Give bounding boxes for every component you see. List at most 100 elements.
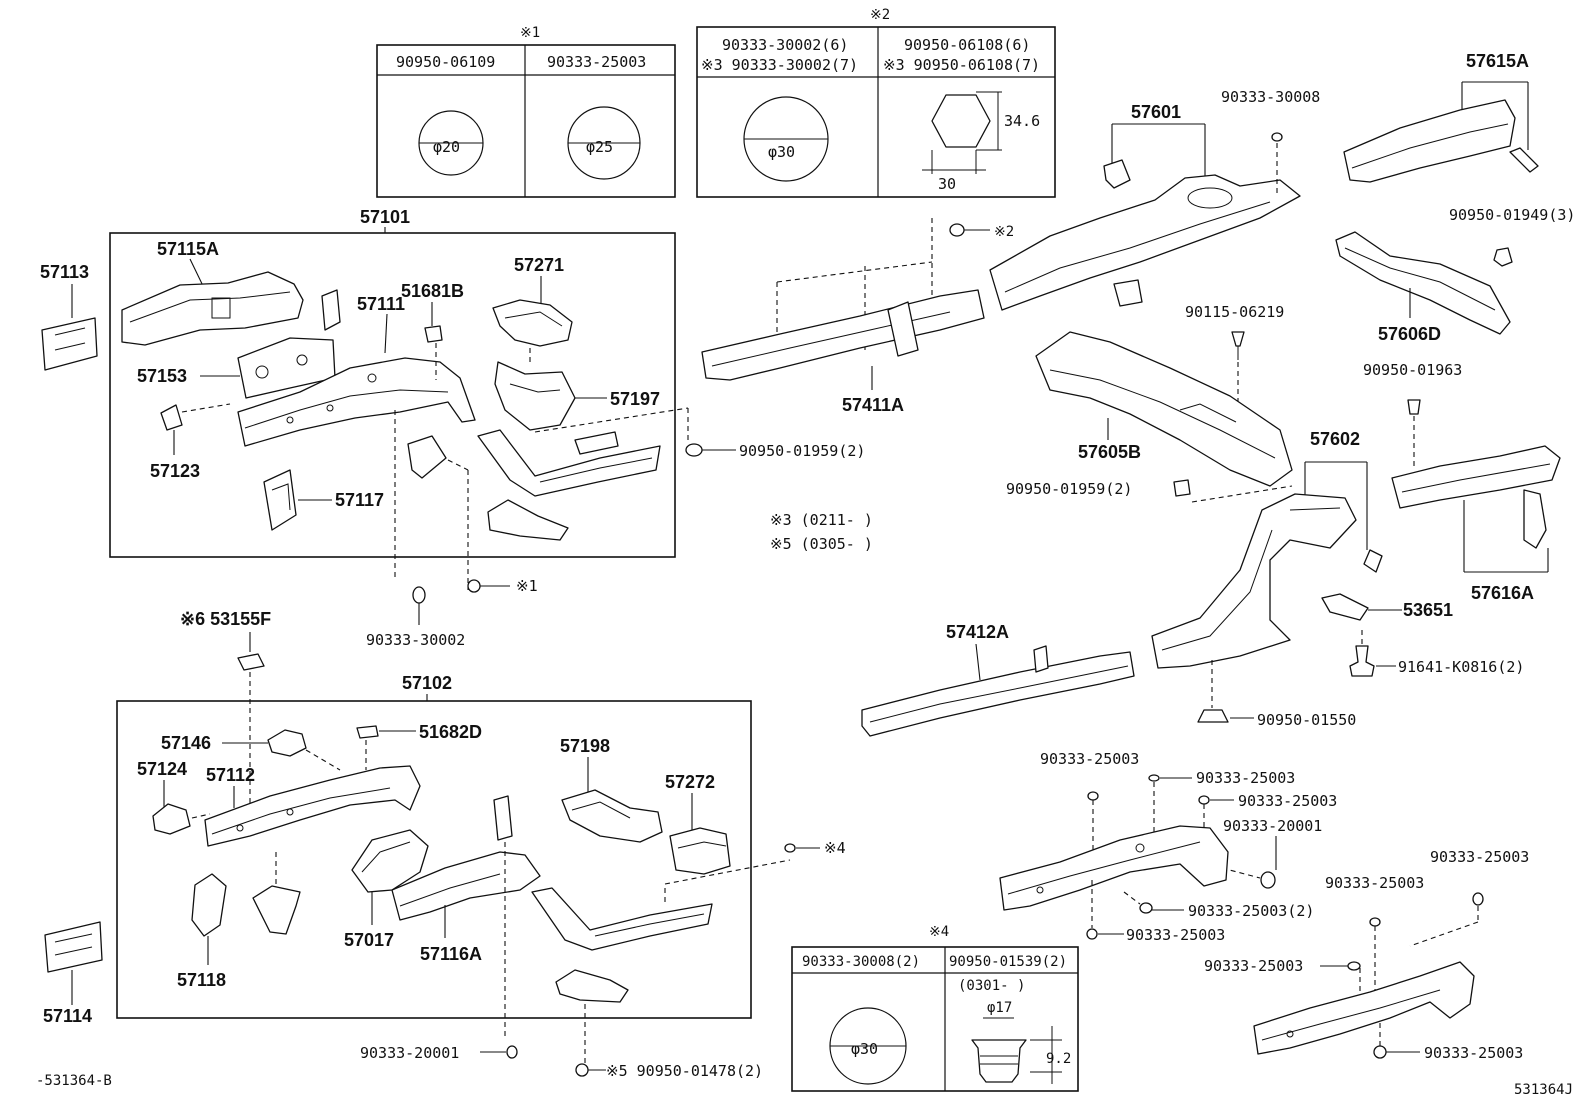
part-57412A bbox=[861, 651, 1135, 737]
part-57113 bbox=[41, 317, 98, 371]
part-57615A bbox=[1343, 99, 1516, 183]
part-57111 bbox=[237, 357, 476, 447]
label-57111: 57111 bbox=[357, 294, 405, 314]
label-90333-20001-b: 90333-20001 bbox=[1223, 817, 1322, 835]
label-57606D: 57606D bbox=[1378, 324, 1441, 344]
label-57017: 57017 bbox=[344, 930, 394, 950]
label-57113: 57113 bbox=[40, 262, 89, 282]
note-5: ※5 (0305- ) bbox=[770, 535, 873, 553]
label-57605B: 57605B bbox=[1078, 442, 1141, 462]
spec-box-4-col2: 90950-01539(2) bbox=[949, 954, 1067, 970]
label-90950-01963: 90950-01963 bbox=[1363, 361, 1462, 379]
label-90950-01959-2b: 90950-01959(2) bbox=[1006, 480, 1132, 498]
label-ref2-right: ※2 bbox=[994, 224, 1014, 240]
spec-box-1-dia2: φ25 bbox=[586, 138, 613, 156]
ref4-callout: ※4 bbox=[784, 839, 846, 857]
group-57616A: 57616A bbox=[1391, 445, 1561, 603]
part-57271 bbox=[492, 299, 573, 347]
spec-box-2-ref: ※2 bbox=[870, 7, 890, 23]
part-57197 bbox=[494, 361, 576, 431]
group-57605B: 57605B bbox=[1035, 331, 1293, 487]
spec-box-1-col2: 90333-25003 bbox=[547, 53, 646, 71]
group-lower-right-1: 90333-25003 90333-25003 90333-25003 9033… bbox=[999, 750, 1337, 944]
spec-box-1-ref: ※1 bbox=[520, 25, 540, 41]
part-57606D bbox=[1335, 231, 1511, 335]
spec-box-4-dim-h: 9.2 bbox=[1046, 1051, 1071, 1067]
group-53155F: ※6 53155F bbox=[180, 609, 271, 808]
label-57602: 57602 bbox=[1310, 429, 1360, 449]
label-ref1-bottom: ※1 bbox=[516, 577, 538, 595]
part-57114 bbox=[44, 921, 103, 973]
spec-box-2-col2-l1: 90950-06108(6) bbox=[904, 36, 1030, 54]
part-57017 bbox=[351, 829, 429, 893]
label-90333-20001-a: 90333-20001 bbox=[360, 1044, 459, 1062]
spec-box-2-dim-w: 30 bbox=[938, 175, 956, 193]
part-51681B bbox=[424, 325, 443, 343]
label-90333-25003-i: 90333-25003 bbox=[1424, 1044, 1523, 1062]
part-57272 bbox=[669, 827, 731, 875]
part-57117 bbox=[263, 469, 297, 531]
spec-box-1-col1: 90950-06109 bbox=[396, 53, 495, 71]
fastener-90950-01550: 90950-01550 bbox=[1197, 660, 1356, 729]
spec-box-1-dia1: φ20 bbox=[433, 138, 460, 156]
part-57146 bbox=[267, 729, 307, 757]
group-57411A: ※2 57411A bbox=[701, 218, 1014, 415]
group-57602: 57602 bbox=[1151, 429, 1383, 669]
fastener-90333-30008: 90333-30008 bbox=[1221, 88, 1320, 195]
part-lower-right-1 bbox=[999, 825, 1229, 911]
spec-box-1: ※1 90950-06109 90333-25003 φ20 φ25 bbox=[376, 25, 676, 198]
label-ref4-a: ※4 bbox=[824, 839, 846, 857]
part-57112 bbox=[204, 765, 421, 847]
label-90950-01478: ※5 90950-01478(2) bbox=[606, 1062, 763, 1080]
group-lower-right-2: 90333-25003 90333-25003 90333-25003 9033… bbox=[1204, 848, 1529, 1062]
label-57101: 57101 bbox=[360, 207, 410, 227]
label-57116A: 57116A bbox=[420, 944, 482, 964]
label-57615A: 57615A bbox=[1466, 51, 1529, 71]
spec-box-2-col2-l2: ※3 90950-06108(7) bbox=[883, 56, 1040, 74]
code-right: 531364J bbox=[1514, 1082, 1573, 1098]
label-57114: 57114 bbox=[43, 1006, 92, 1026]
spec-box-2-col1-l1: 90333-30002(6) bbox=[722, 36, 848, 54]
part-57605B bbox=[1035, 331, 1293, 487]
group-57615A: 57615A bbox=[1343, 51, 1539, 183]
spec-box-4-dia2: φ17 bbox=[987, 1000, 1012, 1016]
fastener-callouts-lower: 90333-20001 ※5 90950-01478(2) -531364-B … bbox=[36, 1044, 1573, 1098]
label-53651: 53651 bbox=[1403, 600, 1453, 620]
label-90333-25003-c: 90333-25003 bbox=[1238, 792, 1337, 810]
spec-box-2-dia1: φ30 bbox=[768, 143, 795, 161]
part-57118 bbox=[191, 873, 227, 937]
group-57606D: 57606D bbox=[1335, 231, 1511, 344]
fastener-90950-01963: 90950-01963 bbox=[1363, 361, 1462, 470]
label-90950-01959-2a: 90950-01959(2) bbox=[739, 442, 865, 460]
label-57197: 57197 bbox=[610, 389, 660, 409]
label-57153: 57153 bbox=[137, 366, 187, 386]
label-90333-30002: 90333-30002 bbox=[366, 631, 465, 649]
spec-box-4: ※4 90333-30008(2) 90950-01539(2) (0301- … bbox=[791, 924, 1079, 1092]
label-57601: 57601 bbox=[1131, 102, 1181, 122]
label-90333-25003-b: 90333-25003 bbox=[1196, 769, 1295, 787]
group-57412A: 57412A bbox=[861, 622, 1135, 737]
label-53155F: ※6 53155F bbox=[180, 609, 271, 629]
part-57123 bbox=[160, 404, 183, 431]
spec-box-2-dim-h: 34.6 bbox=[1004, 112, 1040, 130]
label-57198: 57198 bbox=[560, 736, 610, 756]
label-57124: 57124 bbox=[137, 759, 187, 779]
label-51682D: 51682D bbox=[419, 722, 482, 742]
label-57115A: 57115A bbox=[157, 239, 219, 259]
code-left: -531364-B bbox=[36, 1073, 112, 1089]
label-90333-25003-g: 90333-25003 bbox=[1325, 874, 1424, 892]
note-3: ※3 (0211- ) bbox=[770, 511, 873, 529]
part-lower-right-2 bbox=[1253, 961, 1475, 1055]
spec-box-4-dia1: φ30 bbox=[851, 1040, 878, 1058]
fastener-91641-K0816: 91641-K0816(2) bbox=[1349, 628, 1524, 677]
label-57272: 57272 bbox=[665, 772, 715, 792]
label-57411A: 57411A bbox=[842, 395, 904, 415]
label-57102: 57102 bbox=[402, 673, 452, 693]
label-57123: 57123 bbox=[150, 461, 200, 481]
label-57616A: 57616A bbox=[1471, 583, 1534, 603]
label-90333-25003-d: 90333-25003(2) bbox=[1188, 902, 1314, 920]
part-57198 bbox=[561, 789, 663, 843]
label-51681B: 51681B bbox=[401, 281, 464, 301]
label-90333-25003-a: 90333-25003 bbox=[1040, 750, 1139, 768]
